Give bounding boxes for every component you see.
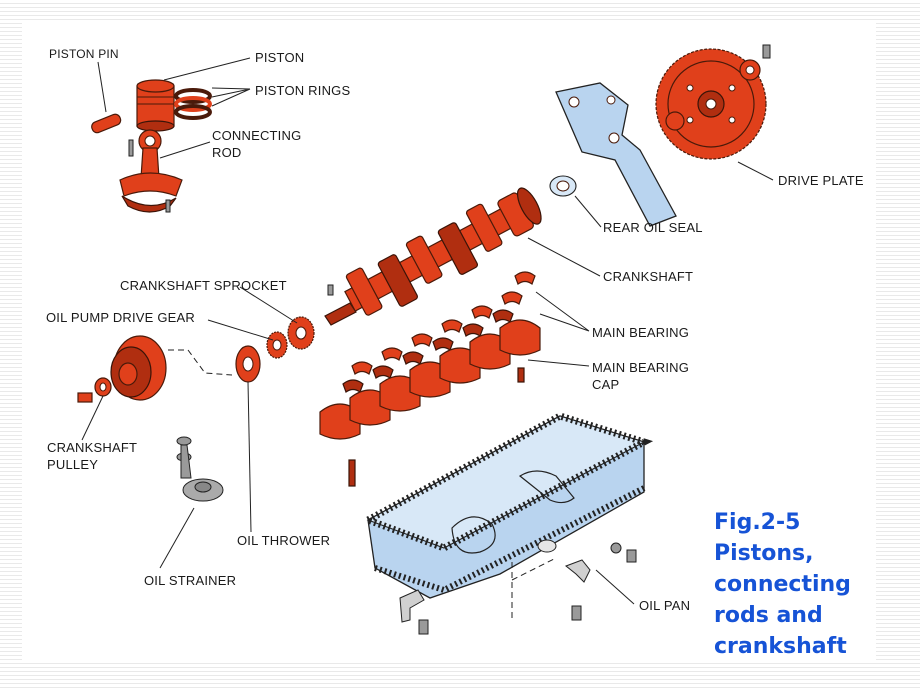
rear-oil-seal-part <box>549 175 577 197</box>
caption-line-4: rods and <box>714 603 823 628</box>
connecting-rod-label-line2: ROD <box>212 145 242 160</box>
oil-strainer-part <box>176 436 224 502</box>
piston-pin-part <box>91 113 122 134</box>
crankshaft-part <box>324 187 542 326</box>
crankshaft-pulley-label-line2: PULLEY <box>47 457 98 472</box>
crankshaft-sprocket-label: CRANKSHAFT SPROCKET <box>120 278 287 293</box>
crankshaft-sprocket-part <box>287 316 315 350</box>
drive-plate-part <box>655 44 771 160</box>
piston-part <box>136 79 175 132</box>
main-bearing-label: MAIN BEARING <box>592 325 689 340</box>
crankshaft-label: CRANKSHAFT <box>603 269 693 284</box>
crankshaft-pulley-part <box>77 335 167 403</box>
main-bearing-cap-label-line2: CAP <box>592 377 619 392</box>
leader-lines <box>81 57 774 605</box>
caption-line-3: connecting <box>714 572 851 597</box>
caption-line-1: Fig.2-5 <box>714 510 801 535</box>
connecting-rod-label-line1: CONNECTING <box>212 128 301 143</box>
rear-oil-seal-label: REAR OIL SEAL <box>603 220 703 235</box>
main-bearing-cap-label-line1: MAIN BEARING <box>592 360 689 375</box>
oil-pump-drive-gear-part <box>266 331 288 359</box>
caption-line-2: Pistons, <box>714 541 814 566</box>
main-bearing-caps <box>319 319 541 487</box>
rear-plate-part <box>555 82 677 227</box>
piston-rings-label: PISTON RINGS <box>255 83 350 98</box>
oil-strainer-label: OIL STRAINER <box>144 573 236 588</box>
figure-caption: Fig.2-5 Pistons, connecting rods and cra… <box>714 507 874 662</box>
connecting-rod-part <box>119 129 183 213</box>
piston-rings-part <box>174 88 212 120</box>
caption-line-5: crankshaft <box>714 634 847 659</box>
oil-pan-label: OIL PAN <box>639 598 690 613</box>
piston-pin-label: PISTON PIN <box>49 47 119 61</box>
oil-pump-drive-gear-label: OIL PUMP DRIVE GEAR <box>46 310 195 325</box>
oil-thrower-label: OIL THROWER <box>237 533 330 548</box>
oil-thrower-part <box>235 345 261 383</box>
piston-label: PISTON <box>255 50 304 65</box>
crankshaft-pulley-label-line1: CRANKSHAFT <box>47 440 137 455</box>
oil-pan-part <box>359 412 654 635</box>
drive-plate-label: DRIVE PLATE <box>778 173 864 188</box>
